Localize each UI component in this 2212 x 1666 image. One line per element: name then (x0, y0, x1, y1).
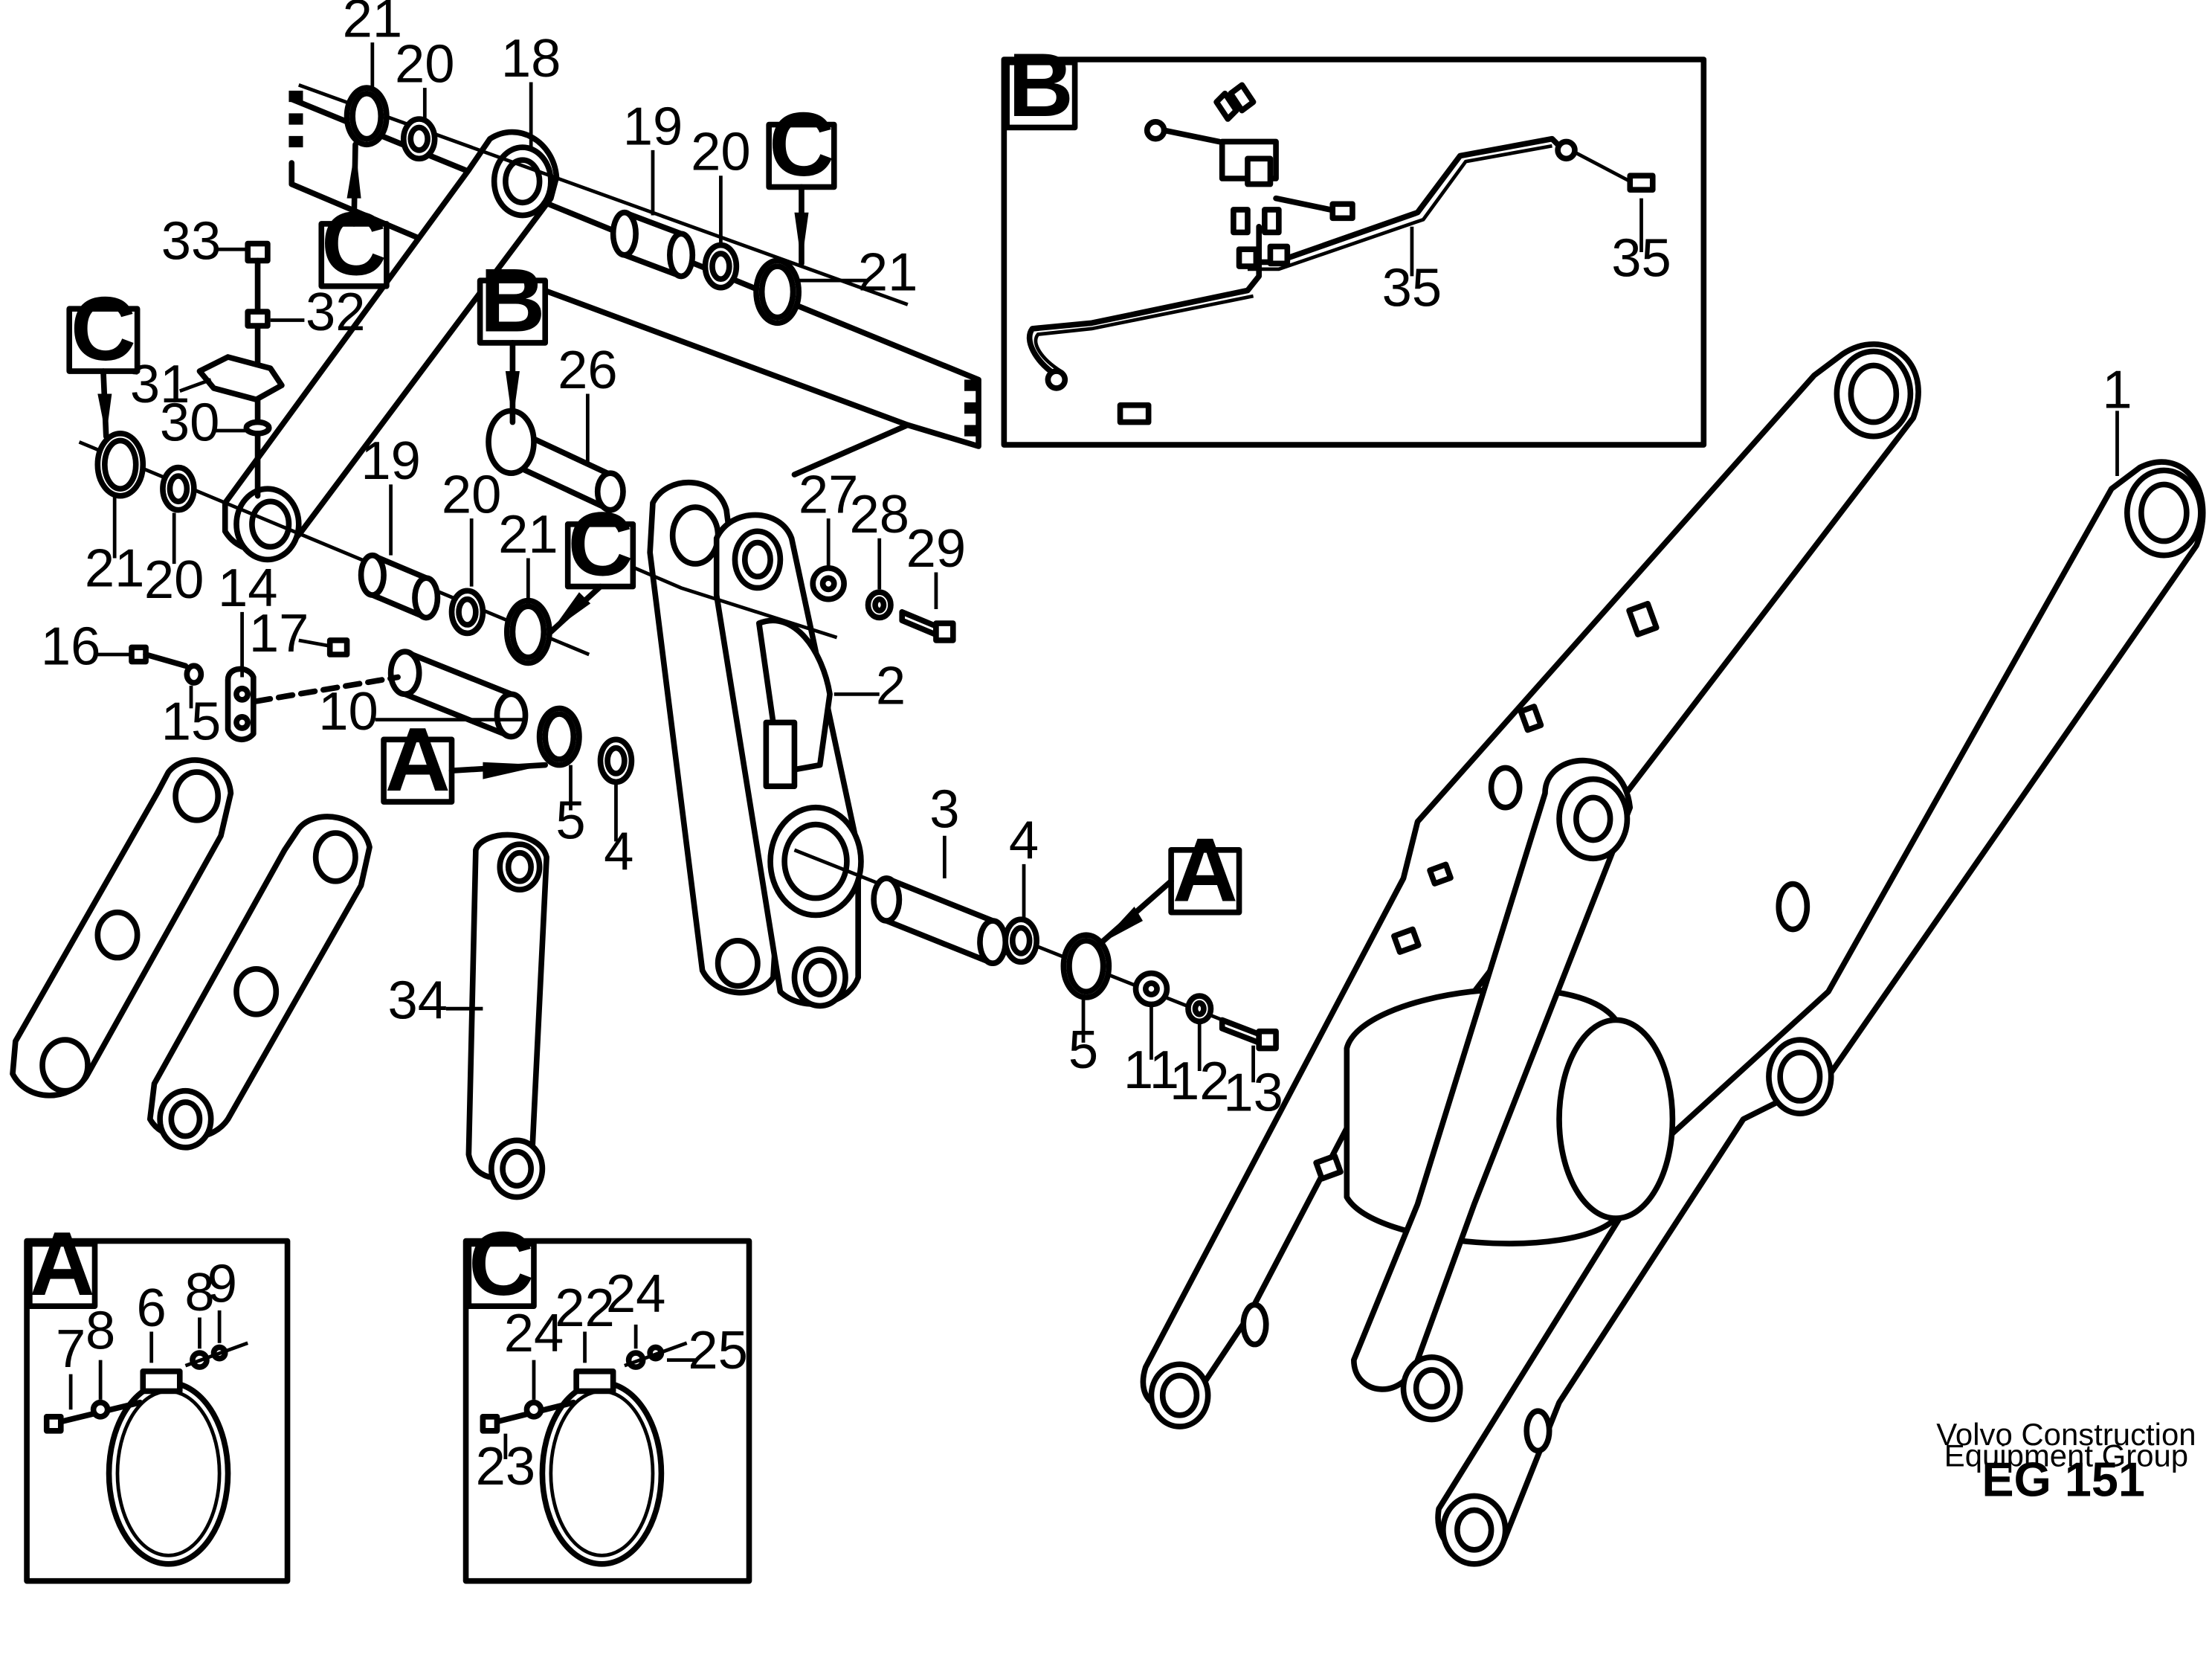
tag-a-1: A (385, 709, 451, 810)
callout-a9: 9 (207, 1253, 237, 1313)
footer-line-1: Volvo Construction (1936, 1417, 2196, 1452)
tag-c-2: C (769, 94, 834, 195)
callout-a7: 7 (56, 1319, 86, 1379)
callout-numbers: 21 20 18 19 20 21 33 32 26 31 30 21 20 1… (41, 0, 2132, 1122)
tag-c-3: C (71, 278, 136, 379)
callout-20a: 20 (395, 33, 455, 94)
callout-c24a: 24 (606, 1264, 666, 1324)
detail-c-inset: C 22 24 24 25 23 (462, 1213, 752, 1584)
callout-13: 13 (1223, 1062, 1283, 1122)
callout-4a: 4 (604, 822, 633, 882)
tag-b-1: B (480, 250, 545, 351)
callout-31: 31 (130, 354, 190, 414)
callout-17: 17 (249, 603, 309, 663)
callout-19b: 19 (361, 431, 421, 491)
callout-28: 28 (849, 484, 909, 544)
callout-5b: 5 (1068, 1020, 1098, 1080)
callout-18: 18 (501, 28, 561, 89)
bracket-hardware (196, 240, 285, 499)
callout-20c: 20 (144, 550, 204, 610)
callout-21d: 21 (498, 504, 558, 565)
callout-21c: 21 (85, 538, 145, 599)
callout-1: 1 (2102, 360, 2132, 420)
leader-lines (94, 42, 2119, 1083)
callout-12: 12 (1170, 1051, 1230, 1111)
callout-32: 32 (306, 282, 366, 342)
detail-b-label: B (1008, 34, 1074, 135)
callout-29: 29 (906, 518, 967, 579)
callout-2: 2 (876, 656, 906, 716)
detail-a-inset: A 6 8 9 7 8 (24, 1213, 291, 1584)
publisher-footer: Volvo Construction Equipment Group EG 15… (1936, 1417, 2196, 1507)
callout-27: 27 (799, 465, 859, 525)
callout-33: 33 (161, 211, 222, 271)
callout-35a: 35 (1382, 257, 1442, 318)
callout-21b: 21 (858, 242, 918, 302)
callout-c22: 22 (555, 1278, 615, 1338)
callout-10: 10 (318, 681, 378, 742)
footer-line-2: Equipment Group (1944, 1438, 2188, 1473)
callout-c24b: 24 (504, 1303, 564, 1363)
tag-c-4: C (567, 493, 633, 594)
callout-3: 3 (929, 779, 959, 839)
callout-a6: 6 (137, 1278, 167, 1338)
callout-35b: 35 (1611, 228, 1671, 288)
callout-16: 16 (41, 616, 101, 676)
callout-15: 15 (161, 691, 222, 751)
loose-links (10, 757, 373, 1151)
callout-a8b: 8 (86, 1300, 115, 1360)
callout-4b: 4 (1009, 810, 1039, 870)
detail-a-label: A (30, 1213, 95, 1314)
callout-11: 11 (1123, 1040, 1179, 1100)
upper-bushing-set (344, 85, 802, 327)
callout-21a: 21 (343, 0, 403, 49)
callout-30: 30 (160, 392, 220, 452)
upper-link-assembly (78, 83, 981, 657)
callout-c23: 23 (476, 1436, 536, 1496)
callout-20d: 20 (442, 465, 502, 525)
pin-10-assembly (129, 637, 635, 785)
letter-tags: C C C C B A A (66, 94, 1242, 947)
callout-34: 34 (388, 971, 448, 1031)
rod-34 (465, 832, 549, 1200)
center-link-2 (581, 479, 1277, 1043)
callout-19a: 19 (623, 96, 683, 156)
detail-b-inset: B 35 35 (1001, 34, 1707, 448)
callout-a8a: 8 (184, 1262, 214, 1322)
detail-c-label: C (468, 1213, 534, 1314)
lift-arm-1 (1140, 341, 2206, 1567)
footer-code: EG 151 (1982, 1452, 2145, 1506)
callout-14: 14 (218, 558, 278, 618)
callout-c25: 25 (688, 1320, 748, 1380)
tag-a-2: A (1173, 819, 1238, 920)
callout-26: 26 (558, 340, 618, 400)
bushing-3-assembly (871, 875, 1279, 1052)
callout-5a: 5 (555, 791, 585, 851)
link-washers (810, 565, 956, 643)
left-bushing-set (94, 431, 552, 666)
callout-20b: 20 (691, 122, 751, 182)
